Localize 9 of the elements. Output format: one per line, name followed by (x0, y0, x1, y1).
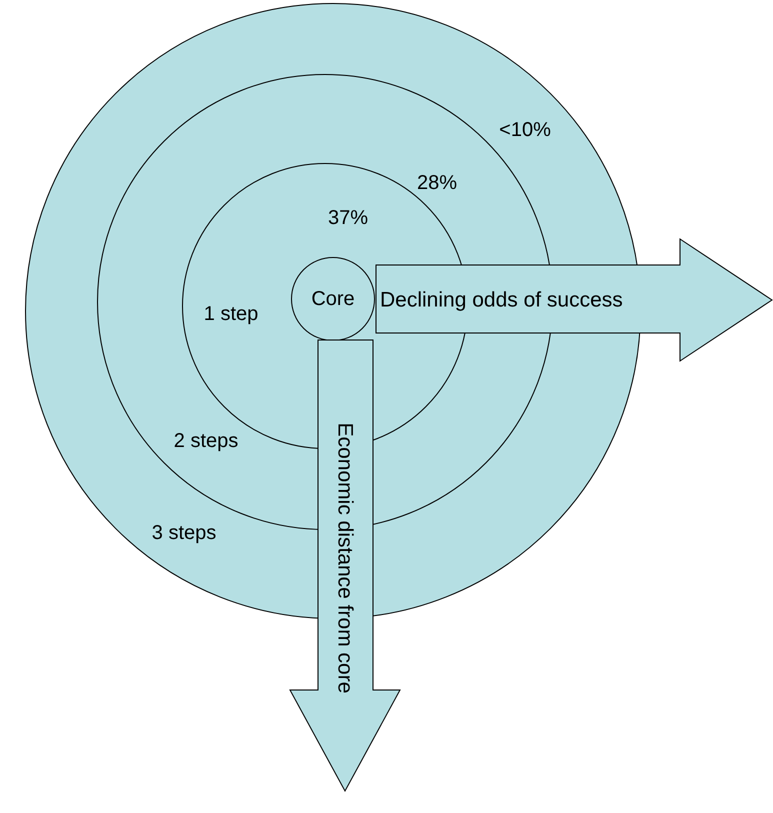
core-label: Core (311, 289, 355, 309)
ring-label: 1 step (204, 304, 258, 324)
ring-label: <10% (499, 120, 551, 140)
ring-label: 28% (416, 173, 458, 193)
ring-label: 3 steps (152, 523, 216, 543)
arrow-label: Declining odds of success (380, 290, 623, 310)
arrow-label: Economic distance from core (334, 422, 356, 694)
ring-label: 37% (328, 208, 368, 228)
ring-label: 2 steps (174, 431, 238, 451)
